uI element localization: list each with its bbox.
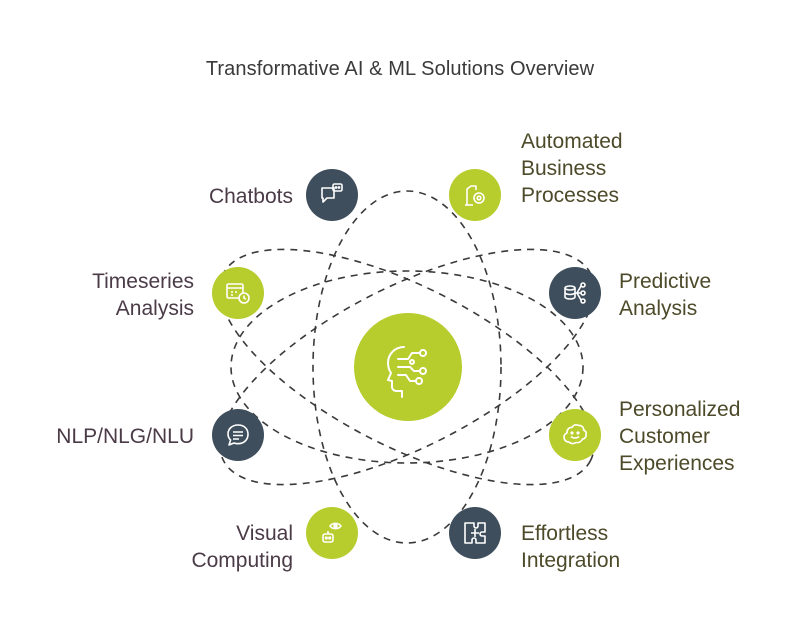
node-personalized-customer-experiences [549, 409, 601, 461]
calendar-clock-icon [226, 283, 250, 304]
puzzle-plus-icon [464, 522, 486, 544]
robot-arm-gear-icon [465, 185, 485, 206]
center-hub [354, 313, 462, 421]
chatbot-message-icon [321, 183, 343, 203]
label-visual-computing: Visual Computing [191, 522, 293, 572]
node-effortless-integration [449, 507, 501, 559]
speech-bubble-icon [227, 424, 249, 446]
node-automated-business-processes [449, 169, 501, 221]
node-visual-computing [306, 507, 358, 559]
node-predictive-analysis [549, 267, 601, 319]
orbit-vertical [312, 190, 502, 544]
label-timeseries-analysis: Timeseries Analysis [92, 270, 194, 320]
orbit-horizontal [230, 270, 584, 464]
label-effortless-integration: Effortless Integration [521, 522, 621, 572]
database-network-icon [564, 282, 586, 304]
node-nlp-nlg-nlu [212, 409, 264, 461]
label-nlp-nlg-nlu: NLP/NLG/NLU [56, 425, 194, 448]
diagram-title: Transformative AI & ML Solutions Overvie… [205, 58, 595, 80]
eye-robot-icon [322, 522, 342, 543]
label-chatbots: Chatbots [208, 185, 293, 208]
node-chatbots [306, 169, 358, 221]
label-automated-business-processes: Automated Business Processes [521, 130, 623, 207]
brain-network-icon [387, 346, 427, 398]
label-personalized-customer-experiences: Personalized Customer Experiences [619, 398, 741, 475]
label-predictive-analysis: Predictive Analysis [619, 270, 712, 320]
node-timeseries-analysis [212, 267, 264, 319]
smiley-icon [563, 424, 587, 445]
